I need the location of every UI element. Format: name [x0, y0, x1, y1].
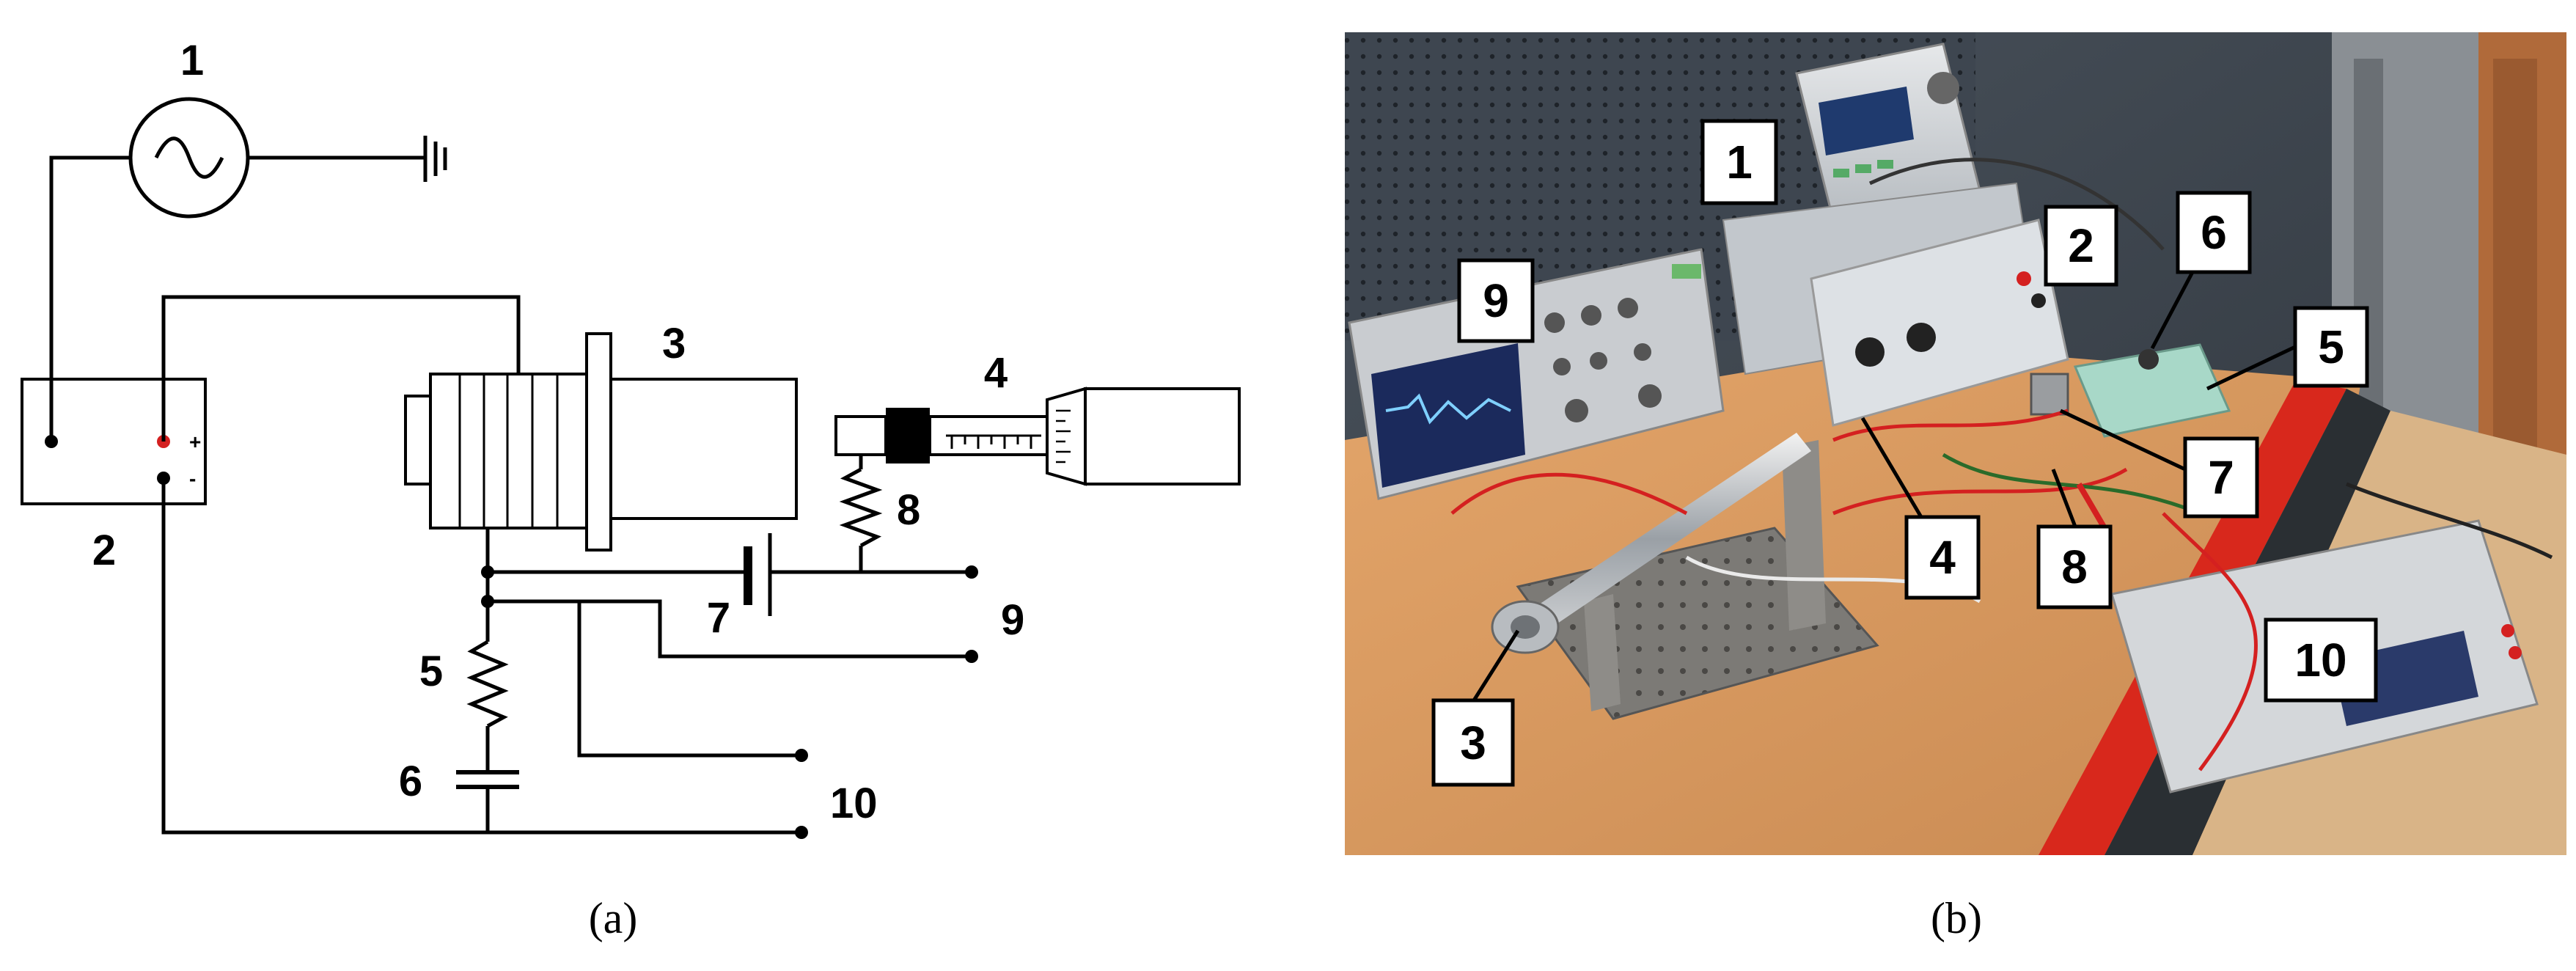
supply-minus-sign: - [189, 467, 196, 490]
bottom-rail-wire [161, 478, 801, 835]
micrometer-symbol [834, 386, 1241, 486]
schematic-label-10: 10 [830, 780, 878, 827]
schematic-label-3: 3 [662, 320, 686, 367]
supply-terminal-ac [45, 435, 58, 448]
caption-b: (b) [1931, 894, 1982, 942]
experimental-setup-photo [1345, 32, 2566, 855]
photo-callout-3: 3 [1431, 698, 1515, 787]
schematic-label-6: 6 [399, 758, 422, 805]
terminal-mid-dot [795, 749, 808, 762]
ac-source-symbol [128, 97, 250, 219]
capacitor-7-symbol [744, 533, 772, 616]
schematic-label-2: 2 [92, 527, 116, 574]
photo-callout-6: 6 [2176, 191, 2252, 274]
photo-label-7: 7 [2208, 451, 2234, 504]
leader-5 [2206, 345, 2297, 391]
photo-callout-4: 4 [1904, 515, 1981, 600]
photo-label-5: 5 [2318, 320, 2344, 373]
terminal-9-dot [965, 650, 978, 663]
photo-labels: 1 2 6 5 9 7 4 8 [1431, 119, 2378, 787]
probe-8 [2076, 482, 2107, 530]
leader-7 [2059, 408, 2187, 472]
schematic-label-1: 1 [180, 37, 204, 84]
power-supply-box [21, 378, 207, 505]
photo-label-1: 1 [1726, 136, 1753, 188]
terminal-10-dot [795, 826, 808, 839]
photo-label-10: 10 [2294, 634, 2346, 686]
leader-8 [2051, 469, 2077, 527]
source-to-supply-wire [49, 155, 131, 441]
leader-3 [1472, 629, 1520, 702]
circuit-schematic: 1 + - 2 10 [21, 37, 1241, 839]
photo-callout-1: 1 [1700, 119, 1778, 205]
leader-4 [1860, 417, 1923, 519]
power-supply-unit [1810, 219, 2069, 427]
resistor-board [2073, 343, 2231, 438]
photo-callout-2: 2 [2044, 205, 2118, 287]
resistor-8-symbol [839, 467, 883, 548]
output-9-wire [488, 599, 972, 659]
cables [1450, 158, 2553, 772]
photo-label-4: 4 [1929, 531, 1956, 584]
photo-label-3: 3 [1460, 717, 1486, 769]
ground-symbol [423, 136, 447, 182]
schematic-label-8: 8 [897, 486, 920, 534]
capacitor-block [2030, 373, 2069, 416]
schematic-label-7: 7 [707, 594, 730, 642]
terminal-top-right-dot [965, 565, 978, 579]
supply-plus-sign: + [189, 430, 201, 453]
schematic-label-9: 9 [1001, 596, 1024, 644]
clip [2138, 349, 2159, 370]
photo-callout-5: 5 [2293, 306, 2369, 388]
plus-wire [161, 295, 521, 441]
photo-label-9: 9 [1483, 274, 1509, 327]
caption-a: (a) [589, 894, 638, 942]
photo-callout-7: 7 [2183, 436, 2259, 519]
photo-label-6: 6 [2201, 206, 2227, 259]
resistor-5-symbol [466, 640, 509, 728]
photo-label-2: 2 [2068, 219, 2094, 272]
leader-6 [2150, 271, 2195, 350]
photo-label-8: 8 [2061, 541, 2088, 593]
photo-callout-9: 9 [1457, 258, 1535, 343]
schematic-label-5: 5 [419, 648, 443, 695]
transducer-symbol [404, 332, 798, 552]
schematic-label-4: 4 [984, 349, 1008, 397]
desk [1345, 345, 2361, 855]
photo-callout-8: 8 [2036, 524, 2113, 609]
photo-callout-10: 10 [2264, 618, 2378, 703]
oscilloscope [1348, 248, 1725, 500]
output-branch-wire [577, 601, 801, 758]
transducer-stand [1491, 433, 1879, 720]
